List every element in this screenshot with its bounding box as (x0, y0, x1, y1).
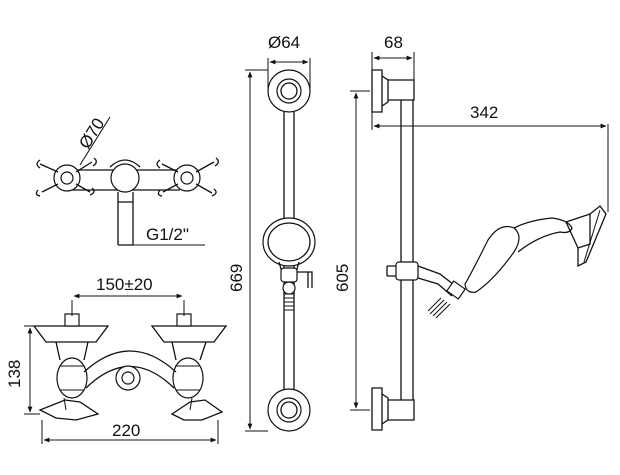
left-handle-cross (35, 157, 97, 197)
mixer-top-view: G1/2" Ø70 (35, 115, 219, 246)
handle-diameter-label: Ø70 (75, 115, 108, 152)
bar-diameter-label: Ø64 (268, 33, 300, 52)
handle-reach-label: 342 (470, 103, 498, 122)
shower-bar-front-view: Ø64 669 (227, 33, 316, 432)
centers-label: 150±20 (96, 275, 153, 294)
right-handle-cross (156, 157, 219, 197)
mixer-width-label: 220 (112, 421, 140, 440)
mixer-height-label: 138 (5, 360, 24, 388)
bracket-spacing-label: 605 (333, 264, 352, 292)
bracket-depth-label: 68 (384, 33, 403, 52)
shower-bar-side-view: 68 342 605 (333, 33, 609, 431)
bar-length-label: 669 (227, 264, 246, 292)
thread-label: G1/2" (146, 225, 189, 244)
mixer-front-view: 150±20 138 220 (5, 275, 228, 444)
